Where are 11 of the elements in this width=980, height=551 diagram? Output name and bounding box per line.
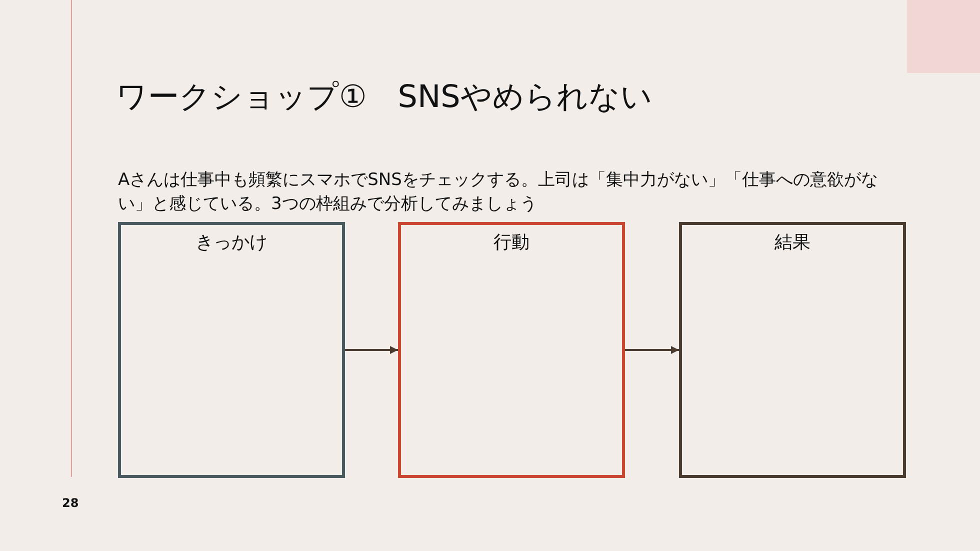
frame-box [398, 222, 625, 478]
arrow [625, 346, 679, 354]
slide-title: ワークショップ① SNSやめられない [116, 78, 652, 117]
frame-heading: 結果 [774, 231, 810, 255]
frame-box [679, 222, 906, 478]
arrow [345, 346, 398, 354]
frame-heading: きっかけ [196, 231, 268, 255]
page-number: 28 [62, 496, 79, 510]
frame-box [118, 222, 345, 478]
frame-heading: 行動 [494, 231, 530, 255]
instruction-text: Aさんは仕事中も頻繁にスマホでSNSをチェックする。上司は「集中力がない」「仕事への意欲がない」と感じている。3つの枠組みで分析してみましょう [118, 169, 879, 216]
